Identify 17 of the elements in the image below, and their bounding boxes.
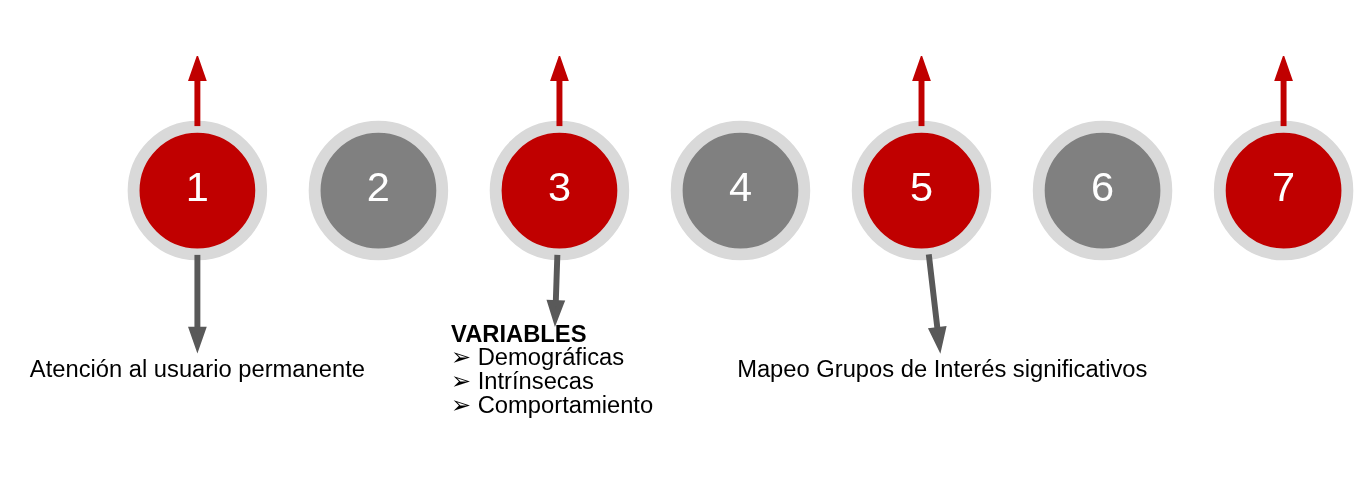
arrow — [188, 56, 207, 127]
arrow — [912, 56, 931, 127]
arrow — [925, 254, 947, 354]
node-circle: 7 — [1213, 120, 1354, 261]
node-text: Atención al usuario permanente — [29, 356, 365, 383]
node-circle: 1 — [127, 120, 268, 261]
arrow — [550, 56, 569, 127]
node-text: VARIABLES ➢ Demográficas ➢ Intrínsecas ➢ Comportamiento — [451, 320, 654, 418]
arrow — [188, 254, 207, 354]
arrow — [546, 254, 566, 327]
node-text: Mapeo Grupos de Interés significativos — [737, 356, 1148, 383]
node-circle: 6 — [1032, 120, 1173, 261]
arrow — [1274, 56, 1293, 127]
node-circle: 5 — [851, 120, 992, 261]
node-circle: 2 — [308, 120, 449, 261]
node-circle: 3 — [489, 120, 630, 261]
node-circle: 4 — [670, 120, 811, 261]
